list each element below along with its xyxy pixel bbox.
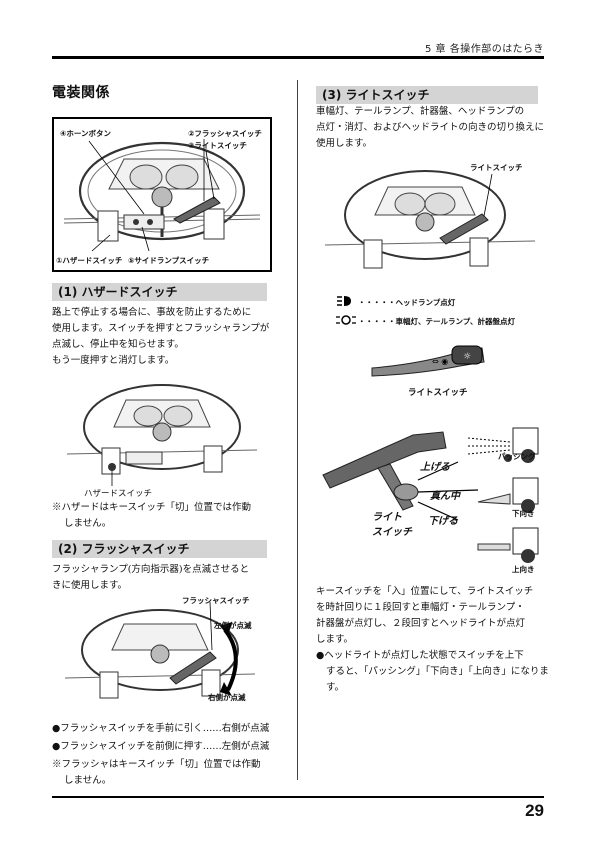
- hazard-note: ※ハザードはキースイッチ「切」位置では作動 しません。: [52, 502, 252, 529]
- flasher-note: ※フラッシャはキースイッチ「切」位置では作動 しません。: [52, 759, 261, 786]
- tractor-dashboard-illustration: [63, 139, 261, 252]
- handwritten-switch: ライト スイッチ: [372, 512, 412, 538]
- label-left-blink: 左側が点滅: [214, 621, 252, 630]
- chapter-header: 5 章 各操作部のはたらき: [424, 44, 544, 55]
- handwritten-up: 上げる: [420, 462, 450, 473]
- hazard-description: 路上で停止する場合に、事故を防止するために 使用します。スイッチを押すとフラッシ…: [52, 307, 270, 366]
- hazard-figure-caption: ハザードスイッチ: [84, 489, 153, 499]
- flasher-bullet-pull: ●フラッシャスイッチを手前に引く……右側が点滅: [52, 723, 270, 734]
- label-side-lamp-switch: ⑤サイドランプスイッチ: [128, 256, 210, 265]
- label-low-beam: 下向き: [512, 509, 535, 518]
- hazard-switch-illustration: [66, 384, 258, 486]
- label-right-blink: 右側が点滅: [208, 693, 246, 702]
- main-figure-frame: [52, 117, 272, 272]
- flasher-heading: (2) フラッシャスイッチ: [52, 540, 267, 558]
- hazard-heading: (1) ハザードスイッチ: [52, 283, 267, 301]
- light-switch-figure-label: ライトスイッチ: [470, 163, 523, 172]
- headlamp-icon: [337, 296, 351, 306]
- light-description: 車幅灯、テールランプ、計器盤、ヘッドランプの 点灯・消灯、およびヘッドライトの向…: [316, 106, 545, 149]
- page-number: 29: [525, 801, 544, 820]
- label-horn-button: ④ホーンボタン: [60, 129, 111, 138]
- flasher-bullet-push: ●フラッシャスイッチを前側に押す……左側が点滅: [52, 741, 270, 752]
- light-heading: (3) ライトスイッチ: [316, 86, 538, 104]
- svg-text:☼: ☼: [463, 352, 471, 362]
- section-title: 電装関係: [52, 85, 110, 101]
- flasher-switch-illustration: [64, 601, 256, 699]
- label-passing: パッシング: [498, 452, 536, 461]
- light-beam-bullet: ●ヘッドライトが点灯した状態でスイッチを上下 すると、「パッシング」「下向き」「…: [316, 650, 549, 693]
- light-switch-dashboard-illustration: [324, 170, 536, 269]
- headlight-direction-illustration: [322, 427, 539, 563]
- column-divider: [297, 80, 298, 780]
- handwritten-middle: 真ん中: [430, 491, 460, 502]
- label-hazard-switch: ①ハザードスイッチ: [56, 256, 123, 265]
- label-flasher-switch: ②フラッシャスイッチ: [188, 129, 262, 138]
- handwritten-down: 下げる: [428, 516, 458, 527]
- label-light-switch: ③ライトスイッチ: [188, 141, 247, 150]
- flasher-description: フラッシャランプ(方向指示器)を点滅させると きに使用します。: [52, 564, 250, 591]
- side-lamp-icon: [336, 315, 356, 325]
- light-operation-text: キースイッチを「入」位置にして、ライトスイッチ を時計回りに１段回すと車幅灯・テ…: [316, 586, 534, 645]
- header-rule: [52, 56, 544, 59]
- footer-rule: [52, 796, 544, 798]
- svg-text:⇔ ◉: ⇔ ◉: [432, 357, 448, 366]
- label-high-beam: 上向き: [512, 565, 535, 574]
- light-switch-lever-illustration: ☼ ⇔ ◉: [371, 345, 485, 377]
- flasher-figure-label: フラッシャスイッチ: [182, 596, 250, 605]
- legend-side-lamp: ・・・・・車幅灯、テールランプ、計器盤点灯: [358, 317, 516, 326]
- light-switch-caption: ライトスイッチ: [408, 388, 468, 398]
- legend-headlamp: ・・・・・ヘッドランプ点灯: [358, 298, 456, 307]
